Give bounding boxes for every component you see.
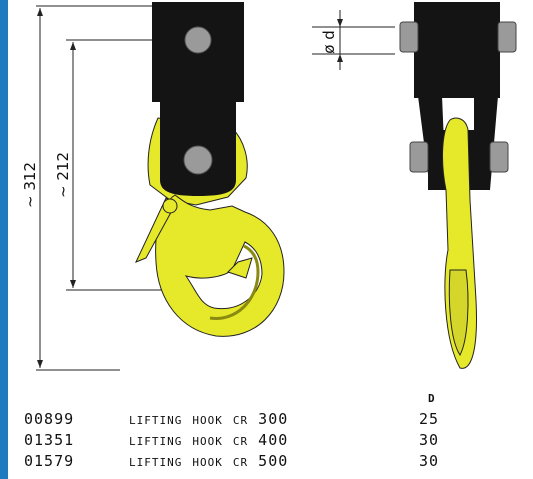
table-row: 00899 Lifting hook CR 300 25 — [24, 410, 514, 431]
hook-side-view — [399, 2, 517, 369]
side-pin-right-bottom — [489, 141, 509, 173]
hook-front-view — [135, 2, 285, 337]
hook-tip — [227, 257, 253, 279]
hook-height-label: ~ 212 — [54, 152, 72, 198]
product-name: Lifting hook CR 300 — [129, 410, 289, 428]
product-name: Lifting hook CR 400 — [129, 431, 289, 449]
side-pin-left-bottom — [409, 141, 429, 173]
accent-side-bar — [0, 0, 8, 479]
product-code: 00899 — [24, 410, 75, 428]
product-name: Lifting hook CR 500 — [129, 452, 289, 470]
side-hook-eye — [448, 269, 469, 356]
product-code: 01351 — [24, 431, 75, 449]
hook-body — [155, 194, 285, 337]
side-pin-left-top — [399, 21, 419, 53]
product-table: D 00899 Lifting hook CR 300 25 01351 Lif… — [24, 392, 514, 473]
upper-pin — [184, 26, 212, 54]
lower-pin — [183, 145, 213, 175]
dimension-arrows — [37, 8, 343, 368]
product-d: 30 — [419, 452, 440, 470]
side-block-top — [414, 2, 500, 98]
product-d: 30 — [419, 431, 440, 449]
hook-throat — [184, 241, 263, 310]
product-d: 25 — [419, 410, 440, 428]
side-pin-right-top — [497, 21, 517, 53]
hook-inner-rim — [209, 244, 260, 320]
column-d-header: D — [428, 392, 436, 405]
pin-diameter-label: ø d — [320, 30, 338, 53]
technical-drawing: ~ 312 ~ 212 ø d — [21, 2, 517, 371]
latch-pivot — [162, 198, 178, 214]
table-row: 01579 Lifting hook CR 500 30 — [24, 452, 514, 473]
product-code: 01579 — [24, 452, 75, 470]
overall-height-label: ~ 312 — [21, 162, 39, 208]
table-row: 01351 Lifting hook CR 400 30 — [24, 431, 514, 452]
table-header: D — [24, 392, 514, 410]
